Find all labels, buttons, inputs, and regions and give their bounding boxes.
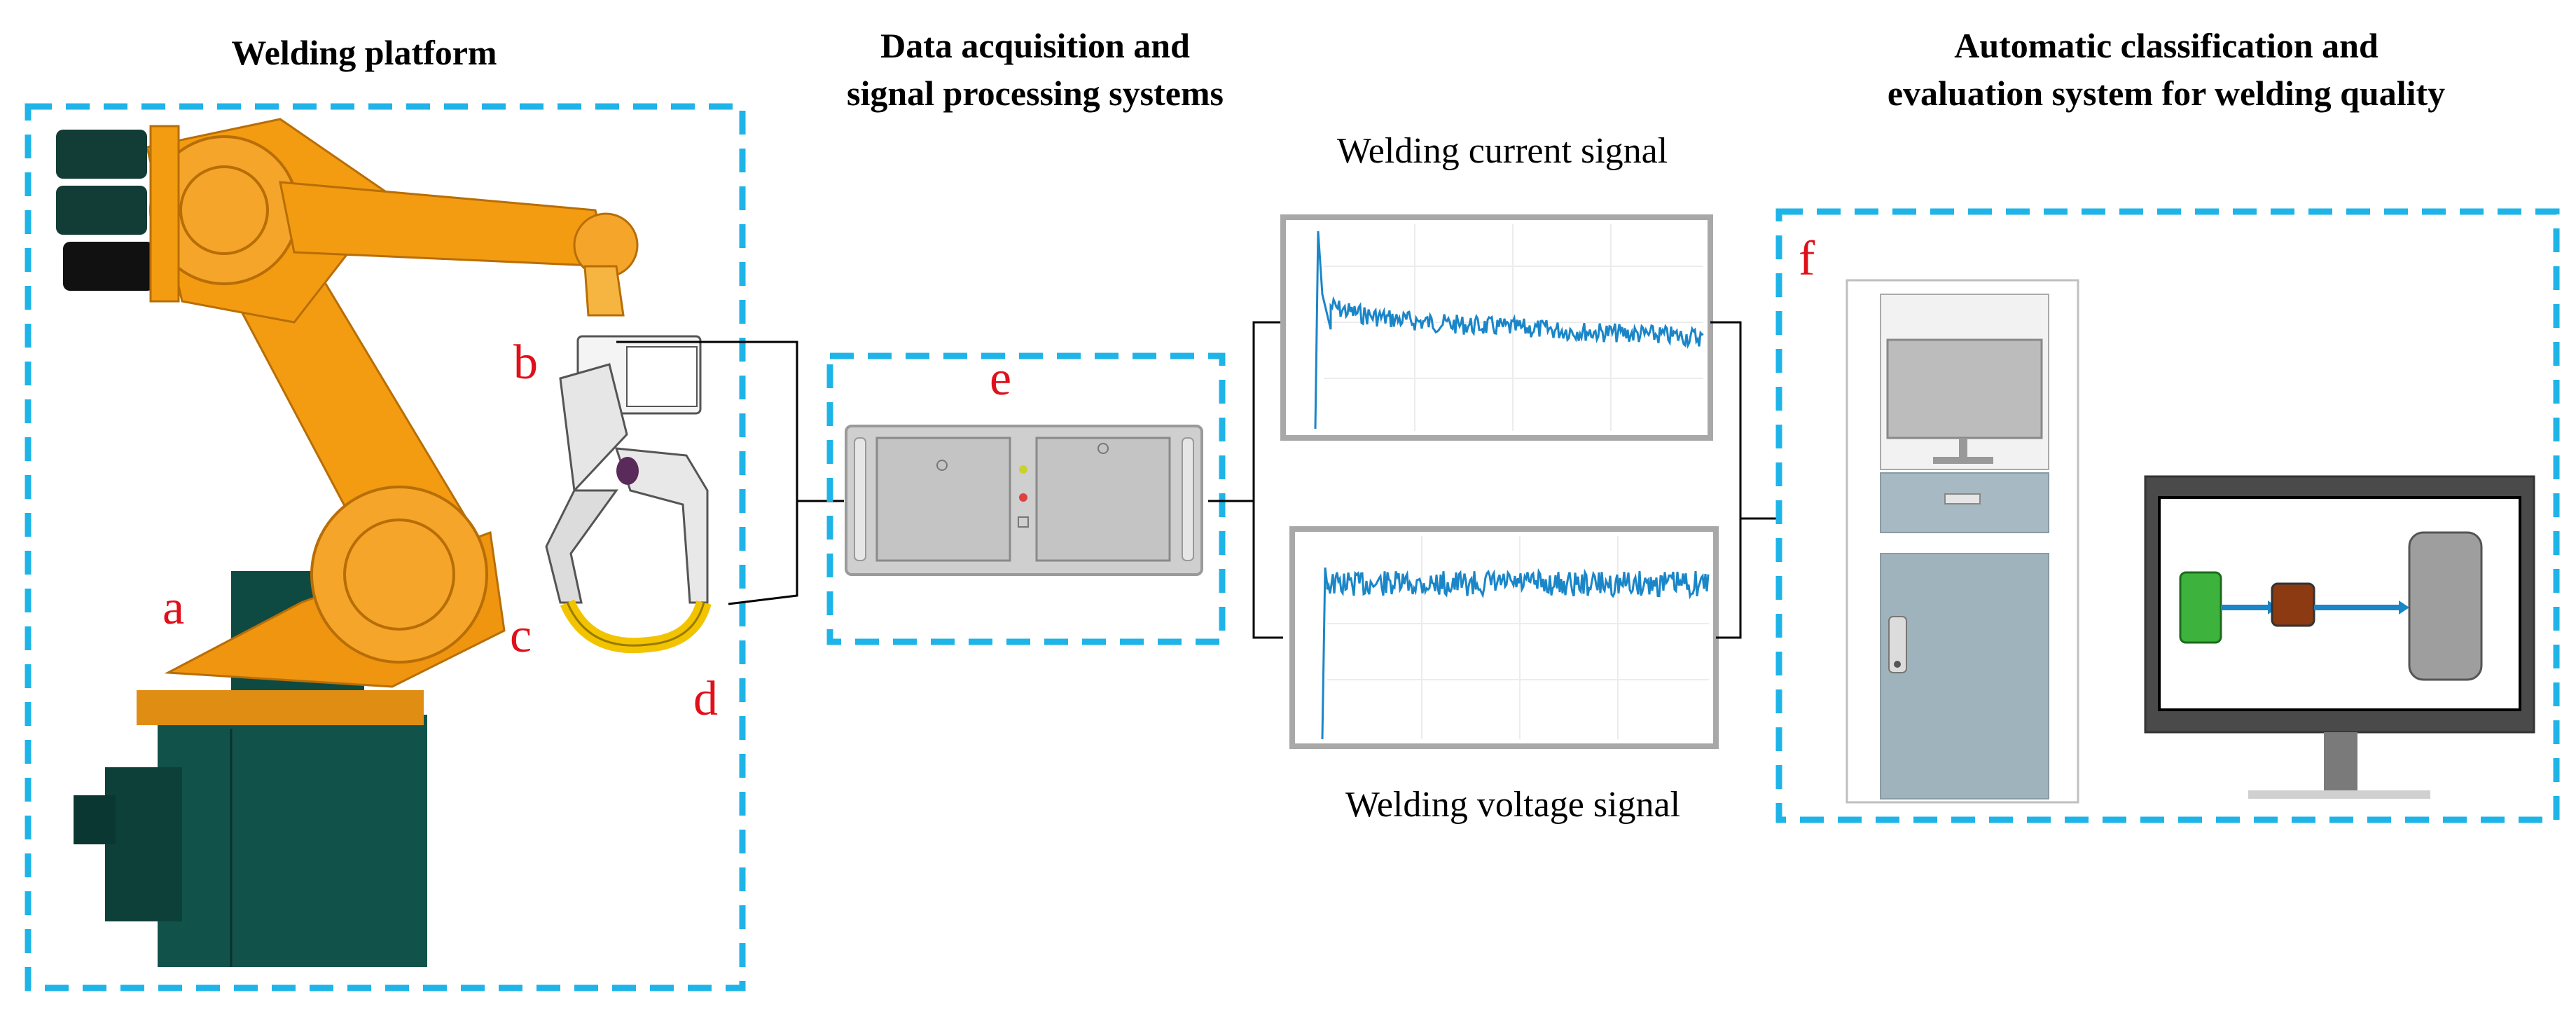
cabinet-screen: [1886, 338, 2043, 439]
classification-box: [1775, 208, 2560, 823]
monitor-input-block: [2179, 571, 2222, 644]
label-a: a: [162, 581, 184, 635]
label-d: d: [693, 672, 718, 726]
acquisition-device: [845, 425, 1203, 576]
data-acquisition-title-line2: signal processing systems: [847, 74, 1224, 113]
voltage-plot-grid: [1327, 536, 1709, 739]
classification-title-line1: Automatic classification and: [1954, 26, 2378, 65]
welding-gun: [545, 335, 712, 654]
label-e: e: [990, 352, 1011, 406]
current-signal-trace: [1314, 231, 1704, 430]
robot-arm: [56, 118, 639, 688]
voltage-signal-trace: [1321, 567, 1710, 740]
data-acquisition-box: [826, 352, 1226, 645]
classification-title-line2: evaluation system for welding quality: [1888, 74, 2445, 113]
current-plot-grid: [1324, 224, 1703, 431]
status-led-red: [1019, 493, 1027, 502]
voltage-signal-plot: [1289, 526, 1719, 749]
status-led-green: [1019, 465, 1027, 474]
label-b: b: [513, 336, 538, 390]
data-acquisition-title-line1: Data acquisition and: [880, 26, 1190, 65]
current-signal-caption: Welding current signal: [1337, 131, 1668, 171]
welding-platform-title: Welding platform: [231, 33, 497, 72]
monitor-process-block: [2271, 582, 2315, 627]
monitor-output-block: [2408, 531, 2483, 681]
signal-split-bracket: [1252, 321, 1283, 639]
label-c: c: [510, 609, 532, 663]
control-cabinet: [1846, 279, 2079, 804]
robot-base: [74, 571, 427, 967]
welding-platform-box: [25, 103, 746, 991]
evaluation-monitor: [2144, 475, 2535, 799]
voltage-signal-caption: Welding voltage signal: [1345, 785, 1680, 825]
label-f: f: [1799, 232, 1815, 286]
signal-merge-bracket: [1710, 321, 1742, 639]
gun-wire-bracket: [616, 341, 798, 605]
